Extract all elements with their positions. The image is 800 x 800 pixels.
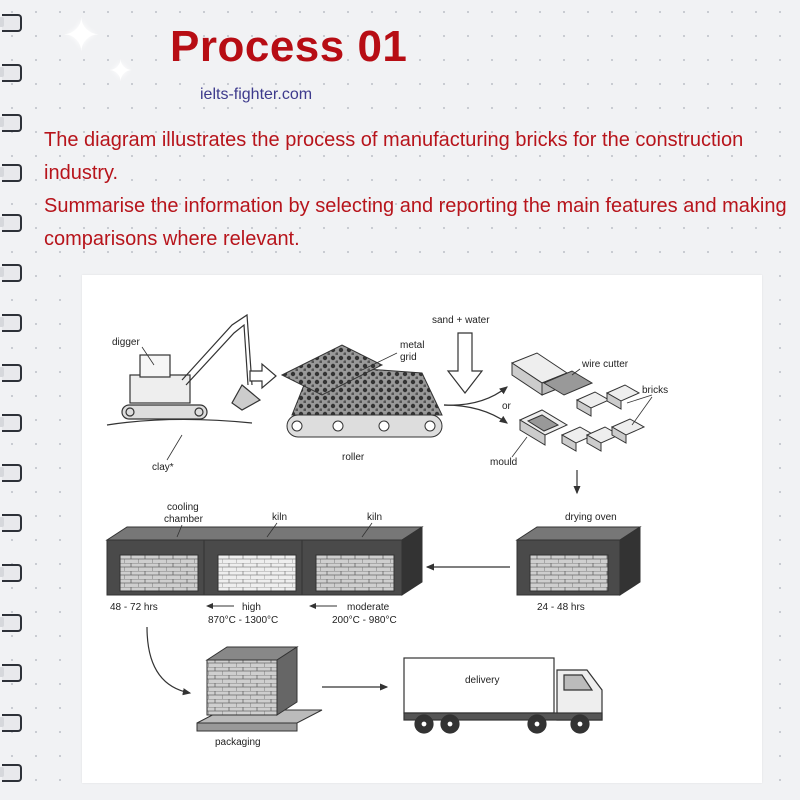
sparkle-decoration: ✦ [108, 55, 134, 88]
spiral-hole [0, 567, 4, 577]
spiral-ring [2, 464, 22, 482]
arrow-digger-to-grid [249, 362, 277, 390]
label-kiln-high: kiln [272, 512, 287, 523]
site-name[interactable]: ielts-fighter.com [200, 86, 313, 103]
spiral-hole [0, 67, 4, 77]
spiral-hole [0, 217, 4, 227]
spiral-hole [0, 717, 4, 727]
spiral-hole [0, 617, 4, 627]
spiral-hole [0, 17, 4, 27]
prompt-line-1: The diagram illustrates the process of m… [44, 129, 744, 184]
sparkle-decoration: ✦ [62, 9, 101, 61]
label-cooling-time: 48 - 72 hrs [110, 602, 158, 613]
label-sand-water: sand + water [432, 315, 490, 326]
label-grid: grid [400, 352, 417, 363]
spiral-ring [2, 114, 22, 132]
wire-cutter-mould [510, 352, 646, 452]
drying-oven-illustration [515, 526, 642, 596]
spiral-binding [0, 0, 28, 800]
spiral-hole [0, 467, 4, 477]
spiral-ring [2, 214, 22, 232]
spiral-hole [0, 167, 4, 177]
spiral-ring [2, 564, 22, 582]
page-title: Process 01 [170, 22, 408, 71]
label-cooling: cooling [167, 502, 199, 513]
label-metal: metal [400, 340, 424, 351]
label-packaging: packaging [215, 737, 261, 748]
spiral-ring [2, 714, 22, 732]
spiral-ring [2, 414, 22, 432]
delivery-truck-illustration [403, 657, 603, 734]
spiral-ring [2, 664, 22, 682]
spiral-ring [2, 364, 22, 382]
label-clay: clay* [152, 462, 174, 473]
spiral-ring [2, 514, 22, 532]
label-digger: digger [112, 337, 140, 348]
spiral-hole [0, 417, 4, 427]
spiral-hole [0, 767, 4, 777]
spiral-hole [0, 267, 4, 277]
digger-illustration [106, 313, 262, 426]
label-moderate: moderate [347, 602, 390, 613]
task-prompt: The diagram illustrates the process of m… [44, 124, 789, 256]
label-delivery: delivery [465, 675, 499, 686]
label-or: or [502, 401, 512, 412]
spiral-hole [0, 367, 4, 377]
label-chamber: chamber [164, 514, 204, 525]
label-high-temp: 870°C - 1300°C [208, 615, 278, 626]
spiral-ring [2, 614, 22, 632]
spiral-ring [2, 314, 22, 332]
spiral-hole [0, 317, 4, 327]
label-moderate-temp: 200°C - 980°C [332, 615, 397, 626]
label-kiln-moderate: kiln [367, 512, 382, 523]
spiral-hole [0, 117, 4, 127]
label-wire-cutter: wire cutter [581, 359, 629, 370]
spiral-ring [2, 64, 22, 82]
arrow-sand-water [446, 332, 484, 394]
label-drying-oven: drying oven [565, 512, 617, 523]
label-drying-time: 24 - 48 hrs [537, 602, 585, 613]
metal-grid-roller [280, 344, 443, 438]
label-high: high [242, 602, 261, 613]
spiral-ring [2, 14, 22, 32]
packaging-illustration [196, 646, 323, 732]
kiln-illustration [105, 526, 424, 596]
diagram-svg: digger clay* metal grid roller sand + wa… [105, 313, 668, 748]
label-mould: mould [490, 457, 517, 468]
spiral-ring [2, 264, 22, 282]
spiral-hole [0, 667, 4, 677]
label-roller: roller [342, 452, 365, 463]
spiral-ring [2, 764, 22, 782]
process-diagram: digger clay* metal grid roller sand + wa… [82, 275, 762, 783]
label-bricks: bricks [642, 385, 668, 396]
spiral-ring [2, 164, 22, 182]
spiral-hole [0, 517, 4, 527]
prompt-line-2: Summarise the information by selecting a… [44, 195, 787, 250]
